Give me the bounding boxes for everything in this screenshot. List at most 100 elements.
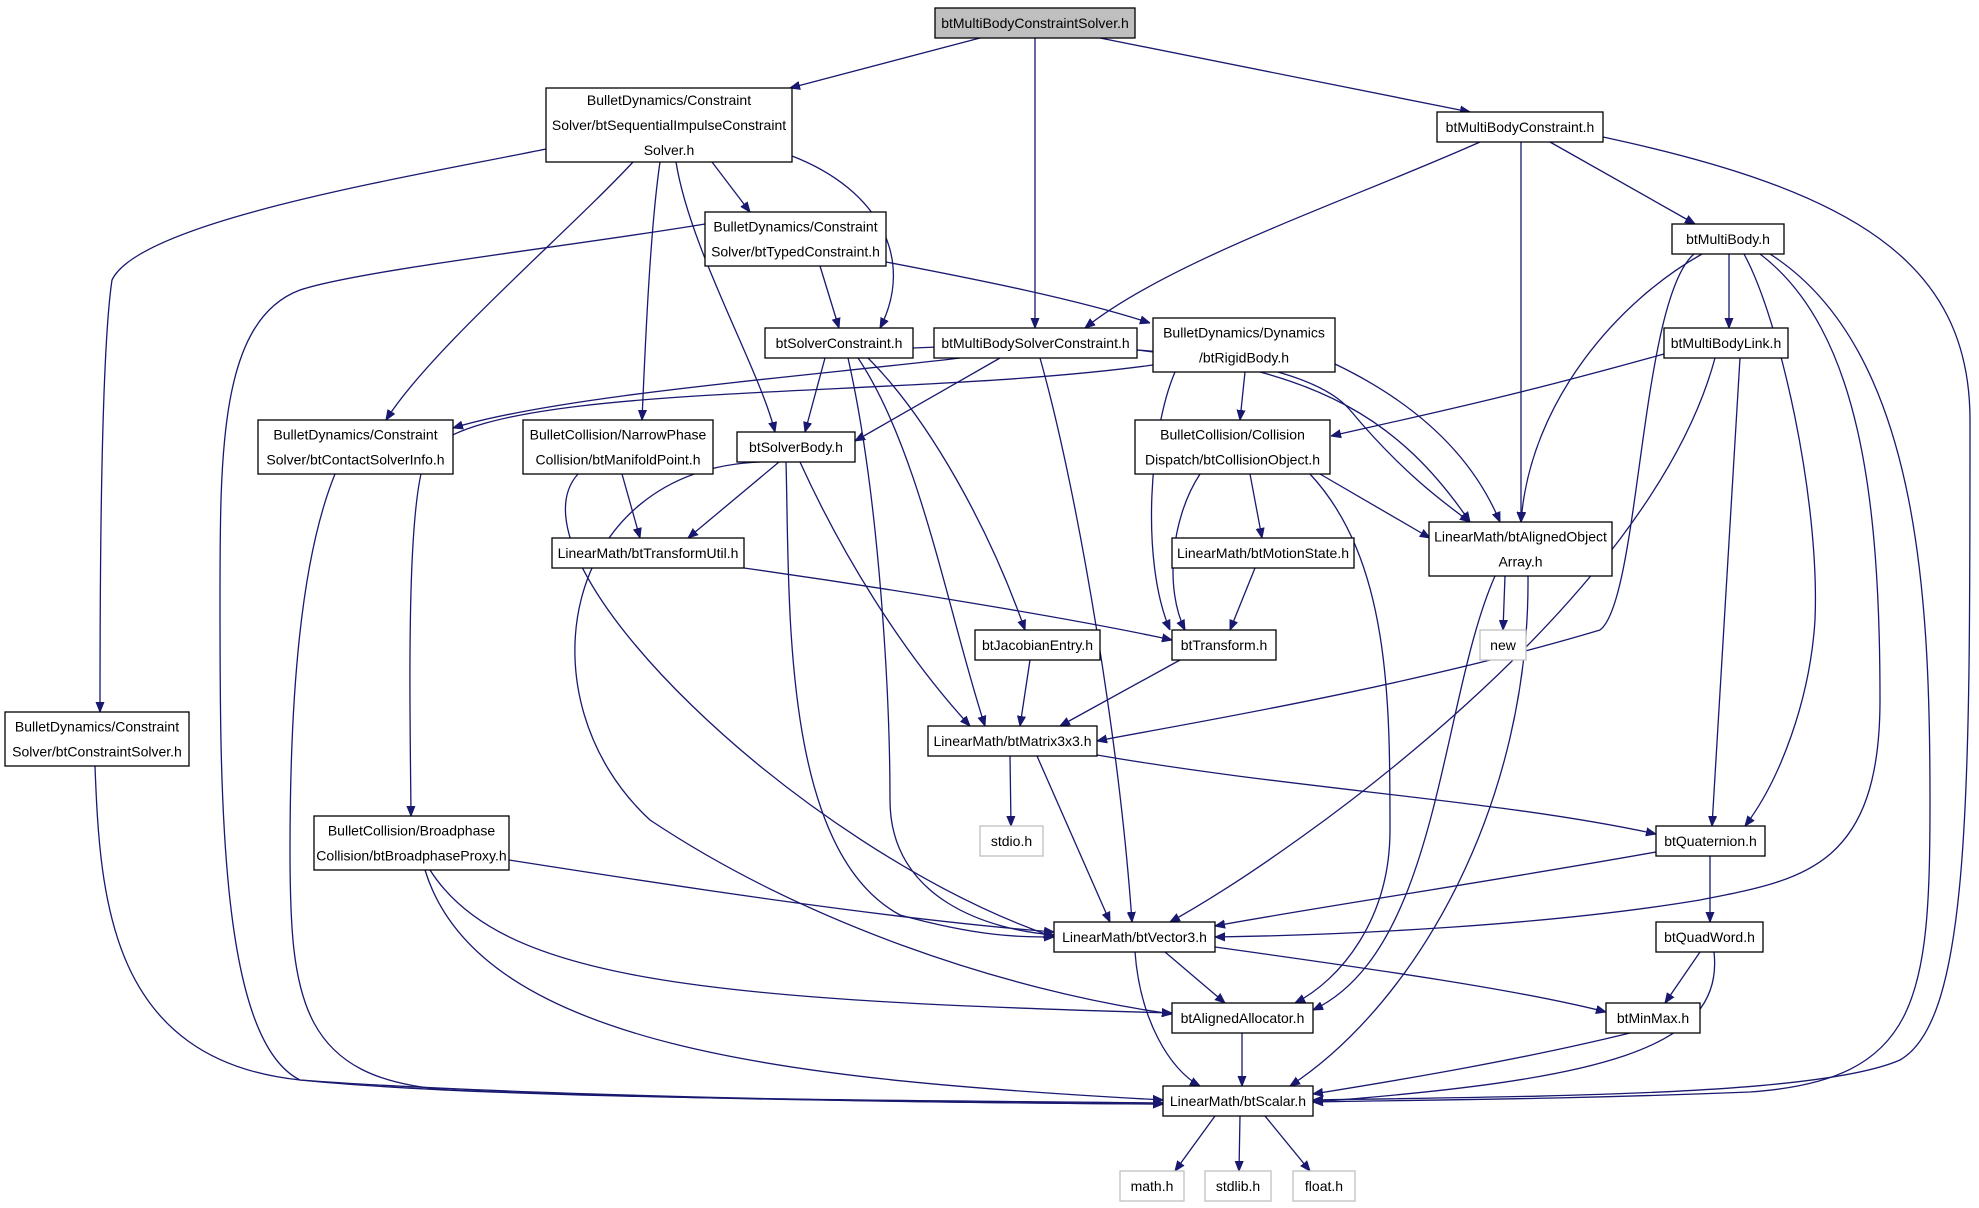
node-collisionobject[interactable]: BulletCollision/CollisionDispatch/btColl… xyxy=(1134,419,1331,475)
node-stdlib: stdlib.h xyxy=(1204,1170,1272,1202)
node-manifoldpoint[interactable]: BulletCollision/NarrowPhaseCollision/btM… xyxy=(522,419,714,475)
edge-alignedobjectarray-to-scalar xyxy=(1290,575,1529,1086)
node-box xyxy=(313,815,510,871)
node-label: LinearMath/btMotionState.h xyxy=(1177,545,1349,561)
edge-multibodylink-to-vector3 xyxy=(1170,357,1716,922)
edge-manifoldpoint-to-vector3 xyxy=(564,473,1054,937)
node-label: btAlignedAllocator.h xyxy=(1181,1010,1305,1026)
edge-matrix3x3-to-vector3 xyxy=(1036,755,1111,922)
edge-matrix3x3-to-stdio xyxy=(1010,755,1011,826)
node-box xyxy=(1204,1170,1272,1202)
node-box xyxy=(764,327,914,359)
node-mbconstraint[interactable]: btMultiBodyConstraint.h xyxy=(1436,111,1604,143)
node-label: btQuaternion.h xyxy=(1664,833,1757,849)
edge-solverbody-to-matrix3x3 xyxy=(799,461,970,726)
node-jacobianentry[interactable]: btJacobianEntry.h xyxy=(974,629,1101,661)
node-mbsolverconstraint[interactable]: btMultiBodySolverConstraint.h xyxy=(933,327,1138,359)
node-label: Dispatch/btCollisionObject.h xyxy=(1145,452,1320,468)
edge-seqimpulse-to-manifoldpoint xyxy=(642,161,661,420)
edge-jacobianentry-to-matrix3x3 xyxy=(1020,659,1031,726)
edge-solverconstraint-to-solverbody xyxy=(805,357,826,432)
edge-scalar-to-float xyxy=(1264,1115,1310,1171)
node-label: btTransform.h xyxy=(1181,637,1268,653)
dependency-edges xyxy=(94,37,1971,1171)
edge-mbconstraint-to-multibody xyxy=(1549,141,1695,224)
node-label: btSolverConstraint.h xyxy=(776,335,903,351)
node-math: math.h xyxy=(1119,1170,1185,1202)
edge-broadphaseproxy-to-scalar xyxy=(424,869,1163,1100)
edge-manifoldpoint-to-transformutil xyxy=(621,473,640,538)
node-transform[interactable]: btTransform.h xyxy=(1171,629,1277,661)
edge-solverbody-to-alignedallocator xyxy=(574,461,1172,1014)
node-typedconstraint[interactable]: BulletDynamics/ConstraintSolver/btTypedC… xyxy=(704,211,887,267)
edge-seqimpulse-to-constraintsolver xyxy=(100,148,547,712)
node-solverbody[interactable]: btSolverBody.h xyxy=(736,431,856,463)
edge-alignedobjectarray-to-alignedallocator xyxy=(1313,575,1496,1011)
node-rigidbody[interactable]: BulletDynamics/Dynamics/btRigidBody.h xyxy=(1152,317,1336,373)
edge-collisionobject-to-alignedallocator xyxy=(1295,473,1391,1003)
node-box xyxy=(1171,1002,1314,1034)
edge-seqimpulse-to-typedconstraint xyxy=(711,161,750,212)
node-quadword[interactable]: btQuadWord.h xyxy=(1655,921,1764,953)
node-label: LinearMath/btScalar.h xyxy=(1170,1093,1306,1109)
node-label: Solver.h xyxy=(644,142,695,158)
node-motionstate[interactable]: LinearMath/btMotionState.h xyxy=(1171,537,1355,569)
node-vector3[interactable]: LinearMath/btVector3.h xyxy=(1053,921,1216,953)
edge-multibody-to-alignedobjectarray xyxy=(1521,253,1703,522)
node-box xyxy=(522,419,714,475)
node-box xyxy=(1663,327,1789,359)
node-box xyxy=(1292,1170,1356,1202)
node-solverconstraint[interactable]: btSolverConstraint.h xyxy=(764,327,914,359)
edge-quadword-to-minmax xyxy=(1665,951,1701,1003)
node-broadphaseproxy[interactable]: BulletCollision/BroadphaseCollision/btBr… xyxy=(313,815,510,871)
file-nodes: btMultiBodyConstraintSolver.hBulletDynam… xyxy=(4,7,1789,1202)
node-scalar[interactable]: LinearMath/btScalar.h xyxy=(1162,1085,1314,1117)
node-alignedallocator[interactable]: btAlignedAllocator.h xyxy=(1171,1002,1314,1034)
node-label: Solver/btConstraintSolver.h xyxy=(12,744,182,760)
edge-solverconstraint-to-matrix3x3 xyxy=(857,357,985,726)
node-label: BulletDynamics/Constraint xyxy=(273,427,437,443)
node-quaternion[interactable]: btQuaternion.h xyxy=(1655,825,1766,857)
edge-broadphaseproxy-to-vector3 xyxy=(508,859,1054,932)
node-constraintsolver[interactable]: BulletDynamics/ConstraintSolver/btConstr… xyxy=(4,711,190,767)
edge-mbconstraint-to-scalar xyxy=(1313,136,1971,1100)
node-minmax[interactable]: btMinMax.h xyxy=(1605,1002,1701,1034)
node-label: LinearMath/btTransformUtil.h xyxy=(558,545,739,561)
edge-mbsolverconstraint-to-contactsolverinfo xyxy=(453,357,961,428)
node-box xyxy=(979,825,1044,857)
edge-solverbody-to-transformutil xyxy=(688,461,780,538)
node-label: btJacobianEntry.h xyxy=(982,637,1093,653)
node-matrix3x3[interactable]: LinearMath/btMatrix3x3.h xyxy=(927,725,1098,757)
edge-alignedobjectarray-to-new xyxy=(1503,575,1505,630)
node-box xyxy=(257,419,454,475)
edge-vector3-to-alignedallocator xyxy=(1164,951,1225,1003)
edge-typedconstraint-to-solverconstraint xyxy=(819,265,839,328)
edge-mbsolverconstraint-to-vector3 xyxy=(1039,357,1132,922)
node-label: LinearMath/btMatrix3x3.h xyxy=(934,733,1092,749)
node-transformutil[interactable]: LinearMath/btTransformUtil.h xyxy=(551,537,745,569)
edge-quaternion-to-vector3 xyxy=(1215,851,1657,926)
node-multibody[interactable]: btMultiBody.h xyxy=(1671,223,1785,255)
node-multibodylink[interactable]: btMultiBodyLink.h xyxy=(1663,327,1789,359)
node-box xyxy=(1119,1170,1185,1202)
node-box xyxy=(1436,111,1604,143)
node-label: LinearMath/btVector3.h xyxy=(1062,929,1207,945)
node-box xyxy=(1428,521,1613,577)
node-contactsolverinfo[interactable]: BulletDynamics/ConstraintSolver/btContac… xyxy=(257,419,454,475)
node-label: Solver/btContactSolverInfo.h xyxy=(266,452,444,468)
node-box xyxy=(1671,223,1785,255)
node-box xyxy=(1655,825,1766,857)
edge-rigidbody-to-transform xyxy=(1150,371,1176,630)
node-label: /btRigidBody.h xyxy=(1199,350,1289,366)
node-label: BulletDynamics/Dynamics xyxy=(1163,325,1325,341)
node-seqimpulse[interactable]: BulletDynamics/ConstraintSolver/btSequen… xyxy=(545,87,793,163)
edge-rigidbody-to-collisionobject xyxy=(1240,371,1245,420)
edge-constraintsolver-to-scalar xyxy=(94,765,1163,1104)
edge-seqimpulse-to-contactsolverinfo xyxy=(386,161,634,420)
node-label: Solver/btTypedConstraint.h xyxy=(711,244,880,260)
node-box xyxy=(551,537,745,569)
edge-collisionobject-to-motionstate xyxy=(1249,473,1262,538)
edge-motionstate-to-transform xyxy=(1229,567,1256,630)
node-label: new xyxy=(1490,637,1517,653)
